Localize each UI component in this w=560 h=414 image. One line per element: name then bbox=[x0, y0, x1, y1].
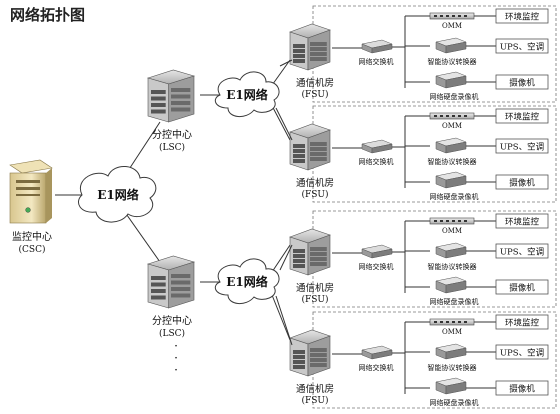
csc-server-icon bbox=[9, 159, 53, 224]
lsc-code: (LSC) bbox=[159, 328, 185, 339]
fsu-building-icon bbox=[289, 123, 331, 171]
endpoint-env-monitor-label: 环境监控 bbox=[505, 217, 540, 228]
converter-label: 智能协议转换器 bbox=[428, 363, 477, 372]
e1-cloud-lower: E1网络 bbox=[214, 258, 280, 304]
nvr-label: 网络硬盘录像机 bbox=[430, 297, 479, 306]
converter-label: 智能协议转换器 bbox=[428, 157, 477, 166]
lsc-label: 分控中心 bbox=[152, 314, 192, 327]
endpoint-camera-box bbox=[495, 380, 549, 396]
fsu-code: (FSU) bbox=[301, 395, 328, 406]
lsc-code: (LSC) bbox=[159, 142, 185, 153]
converter-label: 智能协议转换器 bbox=[428, 262, 477, 271]
csc-label: 监控中心 bbox=[12, 230, 52, 243]
ellipsis-vertical-3: · bbox=[174, 363, 178, 377]
e1-cloud-upper: E1网络 bbox=[214, 71, 280, 117]
nvr-device-icon bbox=[435, 377, 467, 395]
endpoint-ups-ac-box bbox=[495, 243, 549, 259]
endpoint-camera-label: 摄像机 bbox=[509, 384, 535, 395]
lsc-building-icon bbox=[146, 69, 196, 123]
csc-code: (CSC) bbox=[19, 244, 46, 255]
lsc-building-icon bbox=[146, 255, 196, 309]
protocol-converter-icon bbox=[435, 343, 467, 360]
lsc-nodes: 分控中心(LSC)分控中心(LSC) bbox=[146, 69, 196, 339]
endpoint-env-monitor-box bbox=[495, 314, 549, 330]
omm-device-icon bbox=[429, 12, 475, 20]
fsu-uplinks bbox=[275, 59, 293, 346]
switch-label: 网络交换机 bbox=[359, 363, 394, 372]
endpoint-env-monitor-box bbox=[495, 213, 549, 229]
nvr-device-icon bbox=[435, 71, 467, 89]
converter-label: 智能协议转换器 bbox=[428, 57, 477, 66]
e1-cloud-main: E1网络 bbox=[78, 166, 157, 223]
fsu-sites: 通信机房(FSU)网络交换机OMM智能协议转换器网络硬盘录像机环境监控UPS、空… bbox=[275, 5, 557, 409]
omm-device-icon bbox=[429, 112, 475, 120]
omm-device-icon bbox=[429, 318, 475, 326]
lsc-label: 分控中心 bbox=[152, 128, 192, 141]
omm-label: OMM bbox=[442, 227, 462, 235]
fsu-label: 通信机房 bbox=[296, 177, 334, 189]
nvr-label: 网络硬盘录像机 bbox=[430, 92, 479, 101]
e1-cloud-lower-label: E1网络 bbox=[226, 274, 268, 289]
endpoint-ups-ac-label: UPS、空调 bbox=[500, 142, 544, 153]
omm-label: OMM bbox=[442, 22, 462, 30]
network-switch-icon bbox=[361, 345, 393, 360]
omm-label: OMM bbox=[442, 328, 462, 336]
fsu-label: 通信机房 bbox=[296, 77, 334, 89]
endpoint-ups-ac-label: UPS、空调 bbox=[500, 247, 544, 258]
protocol-converter-icon bbox=[435, 242, 467, 259]
fsu-code: (FSU) bbox=[301, 89, 328, 100]
endpoint-camera-label: 摄像机 bbox=[509, 283, 535, 294]
omm-label: OMM bbox=[442, 122, 462, 130]
endpoint-camera-box bbox=[495, 174, 549, 190]
endpoint-ups-ac-box bbox=[495, 38, 549, 54]
fsu-building-icon bbox=[289, 228, 331, 276]
endpoint-ups-ac-box bbox=[495, 138, 549, 154]
nvr-device-icon bbox=[435, 171, 467, 189]
endpoint-ups-ac-label: UPS、空调 bbox=[500, 348, 544, 359]
diagram-title: 网络拓扑图 bbox=[10, 6, 86, 24]
e1-cloud-upper-label: E1网络 bbox=[226, 87, 268, 102]
fsu-building-icon bbox=[289, 329, 331, 377]
fsu-label: 通信机房 bbox=[296, 282, 334, 294]
endpoint-env-monitor-box bbox=[495, 108, 549, 124]
endpoint-env-monitor-label: 环境监控 bbox=[505, 112, 540, 123]
endpoint-ups-ac-label: UPS、空调 bbox=[500, 42, 544, 53]
fsu-building-icon bbox=[289, 23, 331, 71]
ellipsis-vertical-2: · bbox=[174, 351, 178, 365]
endpoint-env-monitor-box bbox=[495, 8, 549, 24]
switch-label: 网络交换机 bbox=[359, 157, 394, 166]
endpoint-camera-box bbox=[495, 279, 549, 295]
network-switch-icon bbox=[361, 244, 393, 259]
protocol-converter-icon bbox=[435, 137, 467, 154]
switch-label: 网络交换机 bbox=[359, 57, 394, 66]
fsu-code: (FSU) bbox=[301, 294, 328, 305]
network-switch-icon bbox=[361, 139, 393, 154]
ellipsis-vertical-1: · bbox=[174, 339, 178, 353]
endpoint-camera-box bbox=[495, 74, 549, 90]
fsu-code: (FSU) bbox=[301, 189, 328, 200]
nvr-label: 网络硬盘录像机 bbox=[430, 192, 479, 201]
endpoint-camera-label: 摄像机 bbox=[509, 178, 535, 189]
endpoint-env-monitor-label: 环境监控 bbox=[505, 12, 540, 23]
network-switch-icon bbox=[361, 39, 393, 54]
protocol-converter-icon bbox=[435, 37, 467, 54]
switch-label: 网络交换机 bbox=[359, 262, 394, 271]
nvr-device-icon bbox=[435, 276, 467, 294]
nvr-label: 网络硬盘录像机 bbox=[430, 398, 479, 407]
endpoint-env-monitor-label: 环境监控 bbox=[505, 318, 540, 329]
endpoint-ups-ac-box bbox=[495, 344, 549, 360]
fsu-label: 通信机房 bbox=[296, 383, 334, 395]
e1-cloud-main-label: E1网络 bbox=[97, 187, 139, 202]
endpoint-camera-label: 摄像机 bbox=[509, 78, 535, 89]
omm-device-icon bbox=[429, 217, 475, 225]
